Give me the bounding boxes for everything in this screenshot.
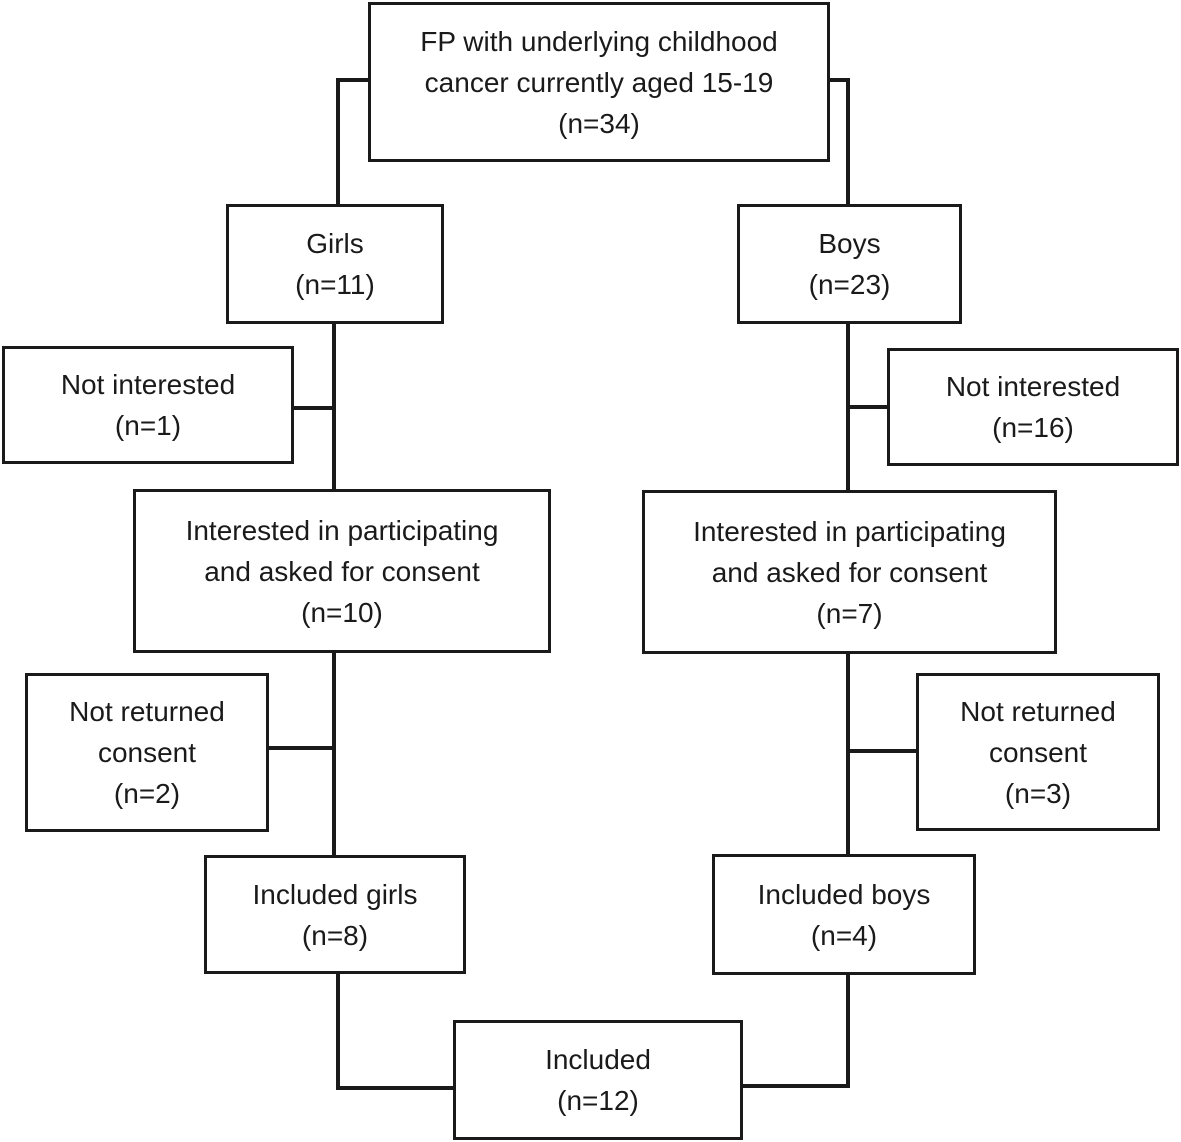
girls-interested-line-1: Interested in participating [185,514,499,546]
girls-node-line-2: (n=11) [295,269,375,300]
connector-root-left-vertical [336,78,340,206]
boys-not-returned-line-1: Not returned [960,695,1116,727]
boys-node: Boys (n=23) [737,204,962,324]
boys-not-returned-line-2: consent [988,736,1088,768]
boys-interested-line-3: (n=7) [816,597,883,629]
girls-not-returned-node: Not returned consent (n=2) [25,673,269,832]
root-node-line-3: (n=34) [558,107,640,139]
connector-girls-included-down [336,971,340,1090]
girls-included-line-2: (n=8) [301,919,369,951]
connector-boys-not-interested [848,405,890,409]
girls-node: Girls (n=11) [226,204,444,324]
girls-not-interested-node: Not interested (n=1) [2,346,294,464]
boys-interested-node: Interested in participating and asked fo… [642,490,1057,654]
included-node: Included (n=12) [453,1020,743,1140]
girls-not-returned-line-1: Not returned [69,696,225,727]
boys-not-returned-line-3: (n=3) [1004,777,1072,809]
boys-included-line-1: Included boys [757,878,931,910]
girls-not-returned-line-2: consent [97,737,197,768]
girls-included-line-1: Included girls [252,878,418,910]
boys-not-interested-node: Not interested (n=16) [887,348,1179,466]
girls-not-interested-line-2: (n=1) [114,410,182,441]
included-line-2: (n=12) [557,1085,639,1116]
connector-girls-not-interested [292,406,334,410]
root-node-line-1: FP with underlying childhood [420,25,778,57]
boys-included-node: Included boys (n=4) [712,854,976,975]
connector-boys-not-returned [848,749,920,753]
connector-root-right-horizontal [828,78,850,82]
connector-girls-not-returned [266,746,334,750]
connector-girls-included-across [336,1086,456,1090]
girls-interested-line-3: (n=10) [301,596,383,628]
root-node: FP with underlying childhood cancer curr… [368,2,830,162]
boys-interested-line-2: and asked for consent [711,556,988,588]
connector-boys-included-down [846,972,850,1088]
boys-node-line-1: Boys [818,228,881,259]
connector-root-right-vertical [846,78,850,206]
connector-boys-included-across [740,1084,850,1088]
boys-not-interested-line-2: (n=16) [992,412,1074,443]
boys-interested-line-1: Interested in participating [693,515,1006,547]
root-node-line-2: cancer currently aged 15-19 [424,66,774,98]
connector-root-left-horizontal [336,78,372,82]
boys-not-interested-line-1: Not interested [945,371,1121,402]
boys-node-line-2: (n=23) [808,269,891,300]
girls-not-returned-line-3: (n=2) [113,778,181,809]
boys-not-returned-node: Not returned consent (n=3) [916,673,1160,831]
girls-interested-node: Interested in participating and asked fo… [133,489,551,653]
girls-interested-line-2: and asked for consent [204,555,480,587]
boys-included-line-2: (n=4) [810,919,878,951]
included-line-1: Included [545,1044,651,1075]
girls-not-interested-line-1: Not interested [60,369,236,400]
girls-included-node: Included girls (n=8) [204,855,466,974]
girls-node-line-1: Girls [306,228,364,259]
